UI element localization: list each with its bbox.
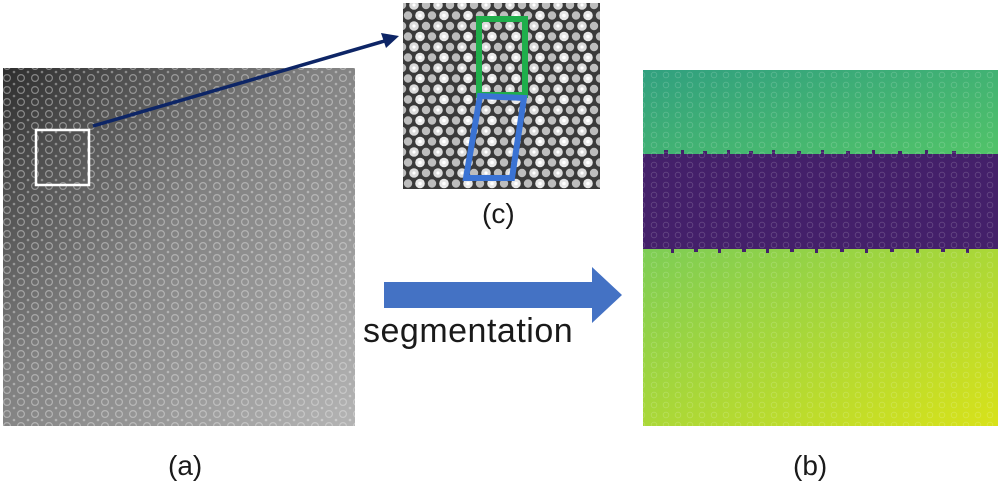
panel-c-label: (c) (482, 198, 515, 229)
zoom-region-box (34, 128, 91, 187)
arrow-right-icon (384, 267, 622, 323)
panel-a-label: (a) (168, 450, 203, 481)
panel-b-segmentation-map (643, 70, 998, 426)
unit-cell-blue (462, 92, 528, 181)
panel-a-stem-image (3, 68, 355, 426)
segmentation-label: segmentation (363, 312, 574, 350)
arrow-right-icon (92, 33, 399, 128)
panel-b-label: (b) (793, 450, 828, 481)
